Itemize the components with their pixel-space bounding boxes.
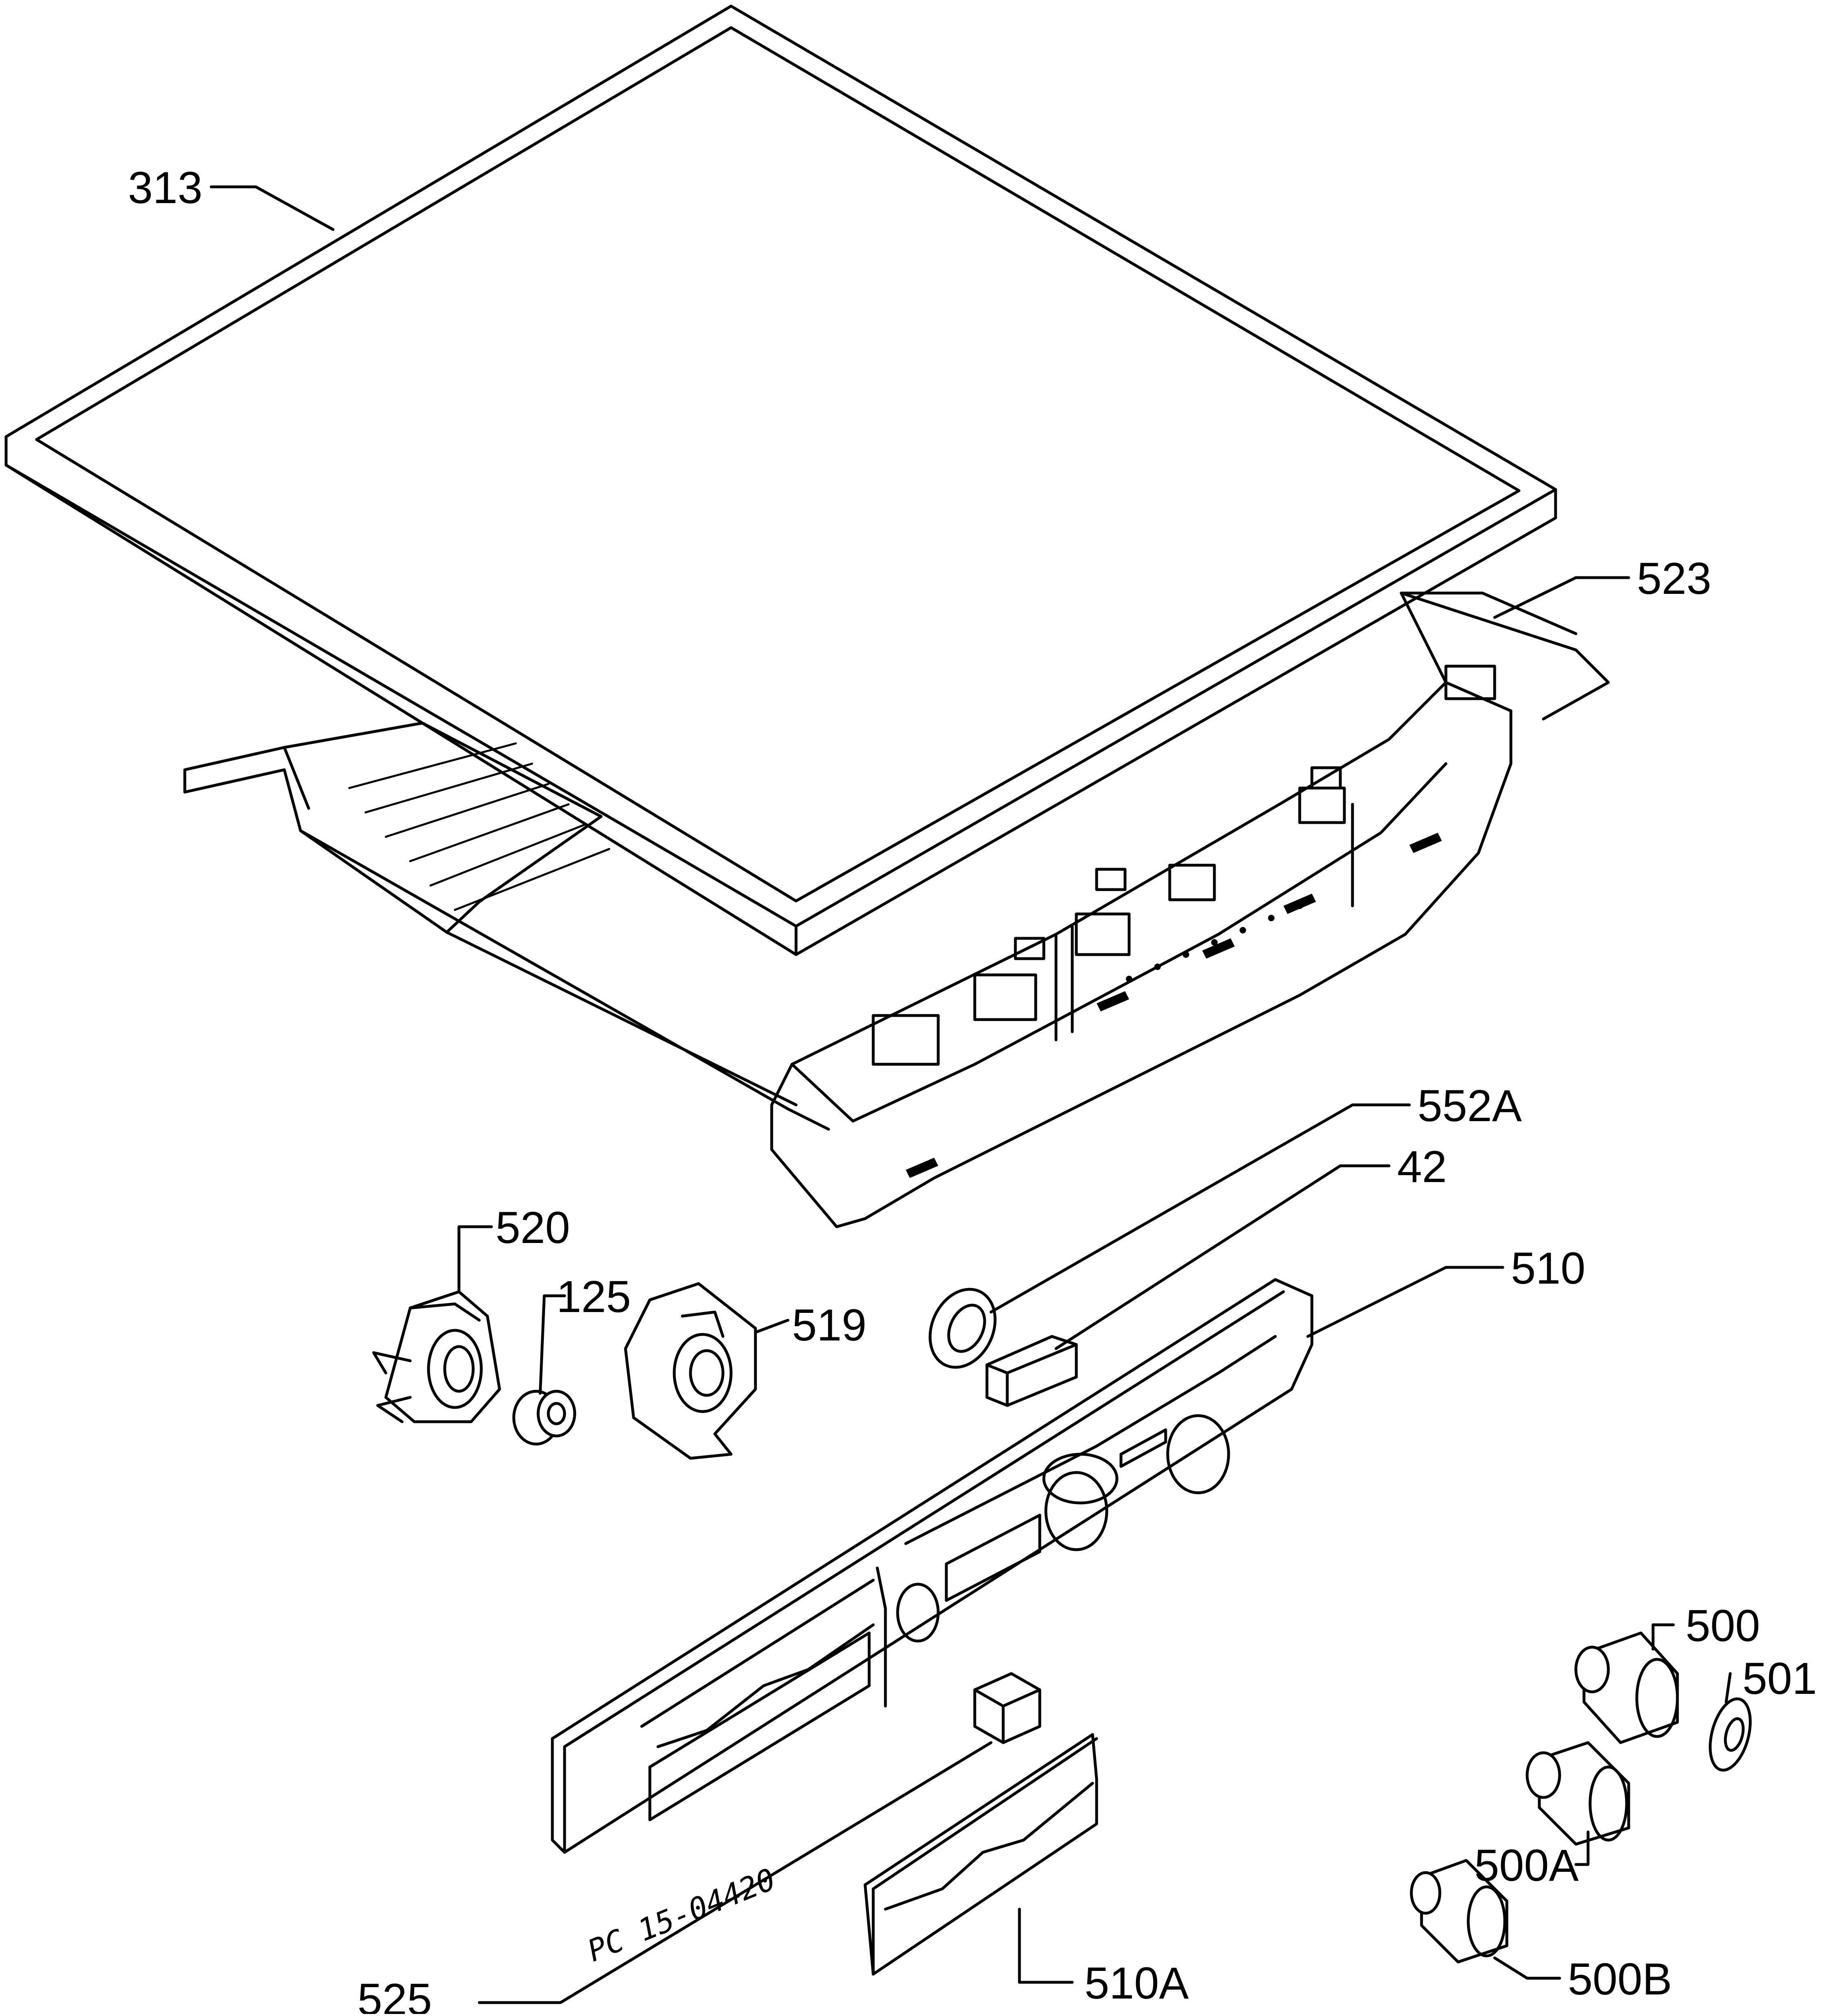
label-520: 520: [496, 1203, 570, 1253]
part-125-bushing: [512, 1390, 576, 1446]
label-500a: 500A: [1474, 1841, 1579, 1890]
label-523: 523: [1637, 554, 1712, 604]
label-125: 125: [556, 1272, 631, 1322]
part-500a-knob: [1526, 1741, 1630, 1846]
part-519-bracket: [624, 1282, 757, 1460]
part-510a-door: [863, 1733, 1098, 1976]
part-520-switch: [372, 1290, 501, 1423]
label-42: 42: [1397, 1142, 1447, 1192]
leader-lines: [210, 185, 1732, 2004]
part-labels: 313 523 552A 42 520 125 519 510 500 501 …: [128, 163, 1817, 2016]
part-523-panel-frame: [183, 591, 1610, 1228]
part-313-top-cover: [4, 4, 1557, 956]
label-501: 501: [1742, 1654, 1817, 1704]
label-510: 510: [1511, 1243, 1586, 1293]
part-525-switch: [973, 1672, 1041, 1744]
part-501-cap: [1709, 1697, 1752, 1772]
label-510a: 510A: [1084, 1958, 1189, 2008]
label-519: 519: [792, 1300, 867, 1350]
drawing-code: PC 15-04420: [583, 1862, 781, 1968]
label-313: 313: [128, 163, 203, 213]
label-500b: 500B: [1568, 1954, 1672, 2004]
label-525: 525: [357, 1975, 432, 2014]
part-42-connector: [985, 1335, 1078, 1407]
part-500b-knob: [1410, 1859, 1508, 1964]
label-552a: 552A: [1417, 1081, 1522, 1131]
part-552a-ring: [928, 1288, 997, 1369]
part-510-control-panel: [551, 1278, 1314, 1854]
label-500: 500: [1686, 1601, 1760, 1651]
part-500-knob: [1574, 1631, 1679, 1744]
